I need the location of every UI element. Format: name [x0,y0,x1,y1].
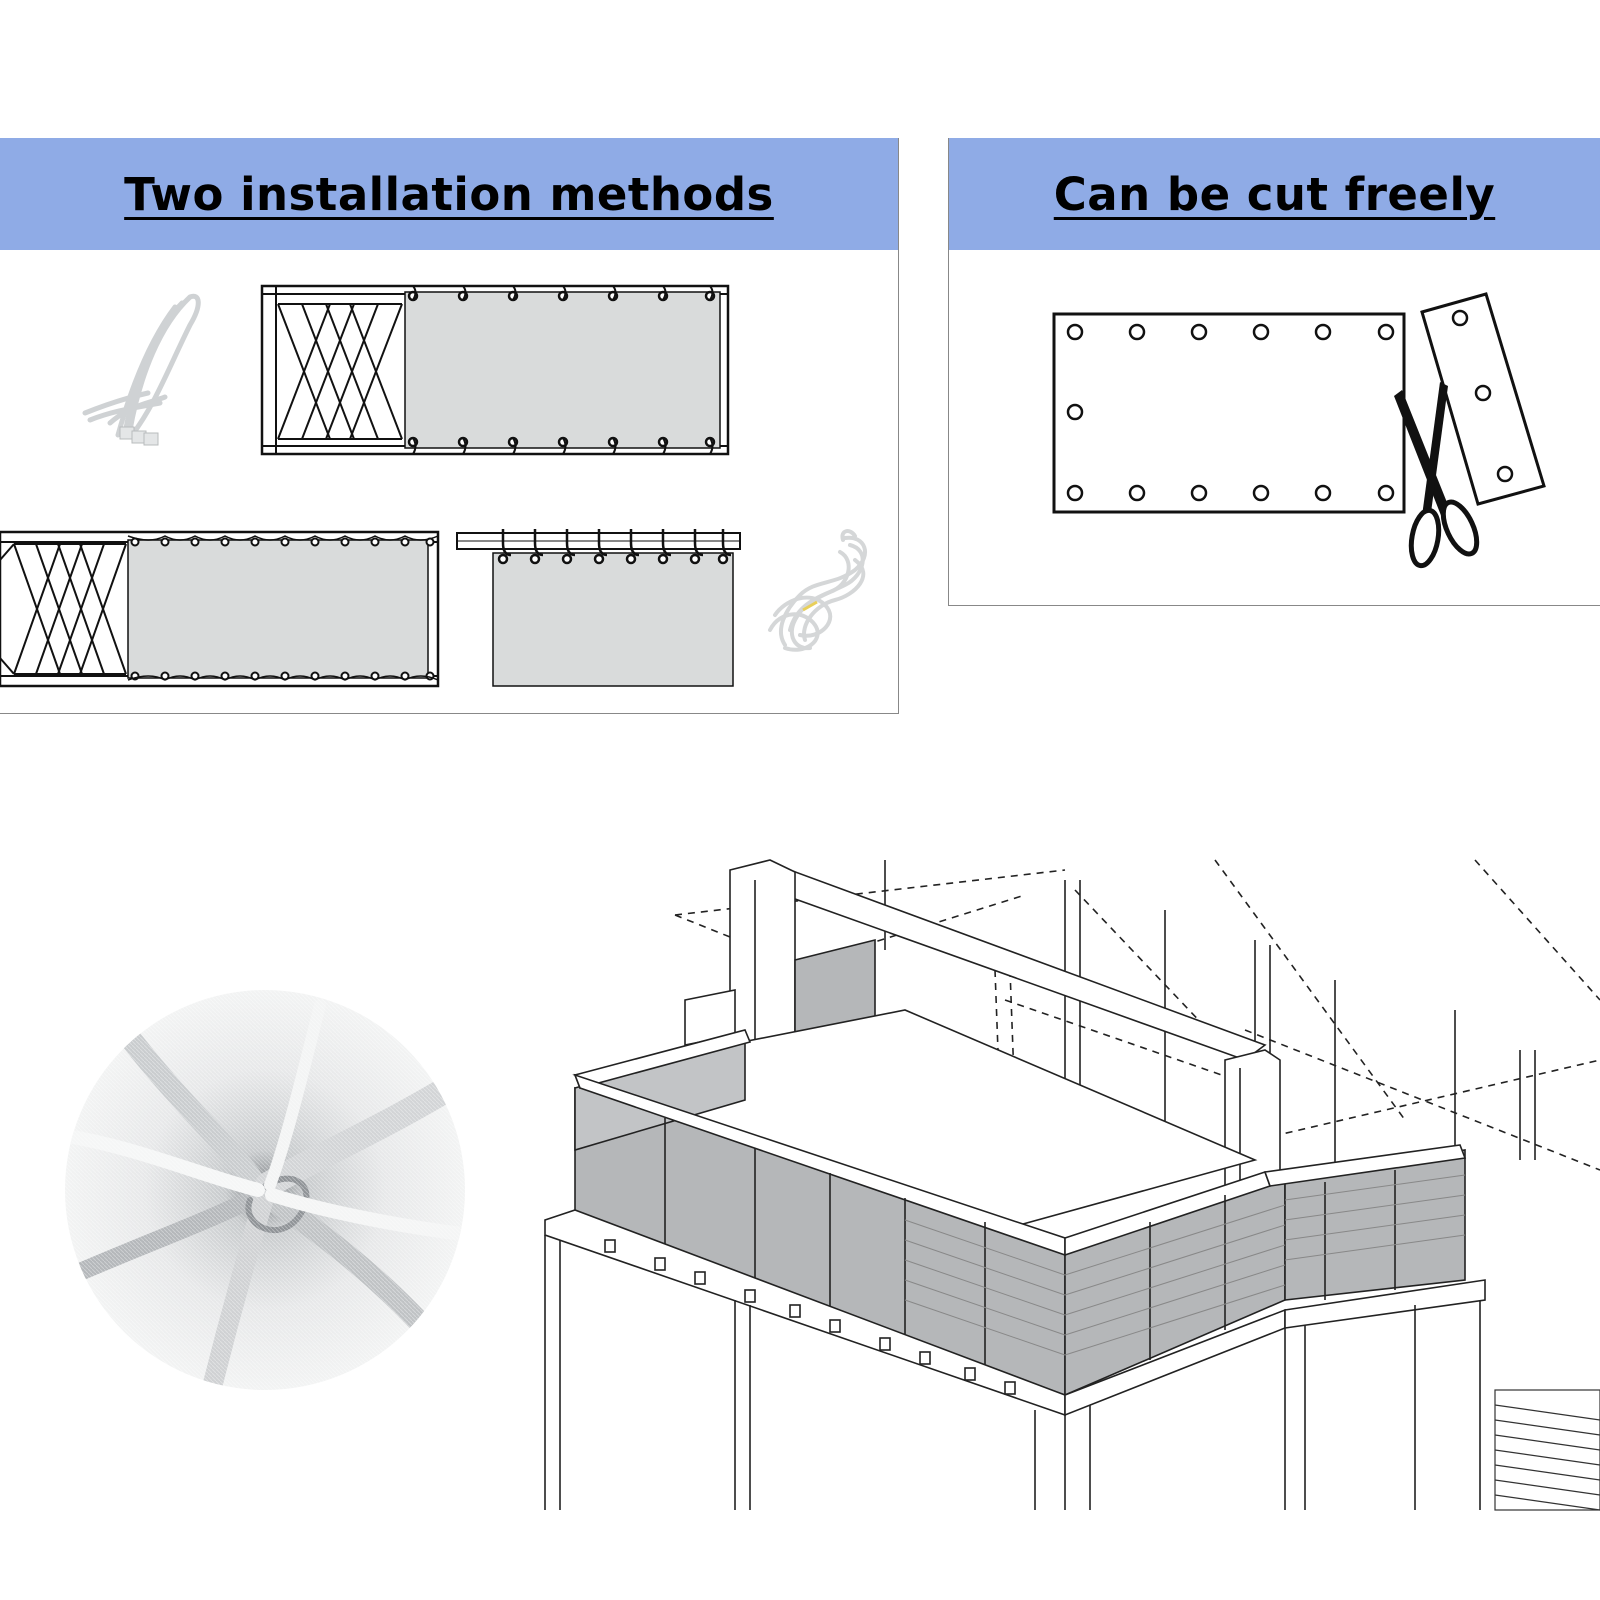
cutting-title: Can be cut freely [1053,167,1496,221]
lattice-pattern [277,303,403,440]
railing-lacing-diagram [0,530,440,688]
cable-ties-icon [82,293,201,446]
cut-off-strip [1420,292,1546,506]
hook-hung-diagram [456,529,741,687]
railing-eyelet-diagram [260,284,730,456]
cover-fabric [492,552,734,687]
balcony-isometric [544,859,1600,1511]
fabric-swatch [65,990,465,1390]
cover-fabric [404,291,721,449]
cut-cover-diagram [1052,292,1546,569]
cutting-banner: Can be cut freely [949,138,1600,250]
installation-banner: Two installation methods [0,138,898,250]
cover-with-grommets [1052,312,1406,514]
installation-title: Two installation methods [124,167,774,221]
cover-fabric [127,539,429,679]
scissors-icon [1394,382,1480,569]
rope-coil-icon [768,529,867,652]
lattice-pattern [13,543,127,675]
